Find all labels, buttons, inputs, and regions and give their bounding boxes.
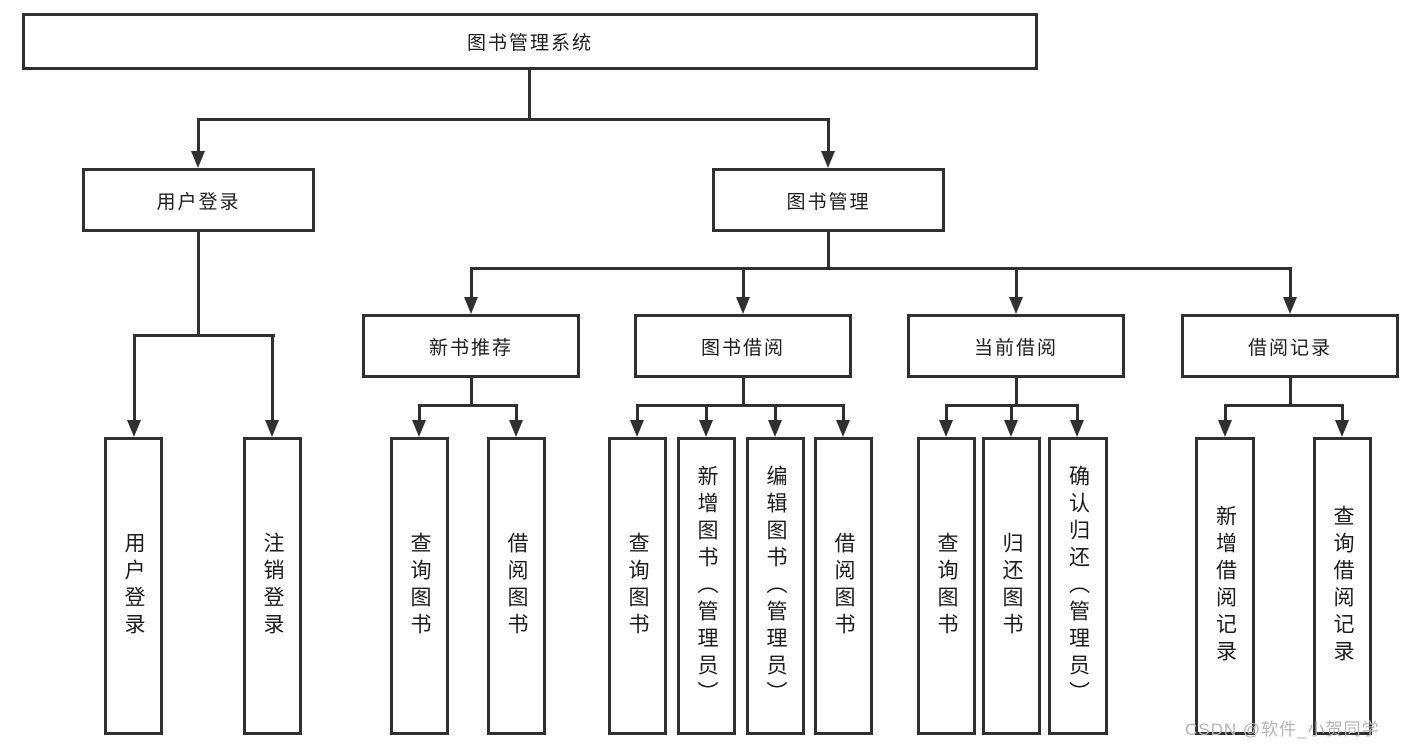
connector-arrowhead bbox=[630, 420, 644, 437]
connector-arrowhead bbox=[768, 420, 782, 437]
leaf-borrow-books-recommend: 借阅图书 bbox=[487, 437, 546, 735]
connector-arrowhead bbox=[1218, 420, 1232, 437]
leaf-query-books-borrow: 查询图书 bbox=[608, 437, 667, 735]
leaf-return-book: 归还图书 bbox=[982, 437, 1041, 735]
connector-line bbox=[636, 404, 845, 407]
connector-arrowhead bbox=[836, 420, 850, 437]
connector-line bbox=[827, 118, 830, 152]
connector-arrowhead bbox=[1009, 297, 1023, 314]
connector-line bbox=[636, 404, 639, 421]
leaf-confirm-return-admin: 确认归还（管理员） bbox=[1048, 437, 1108, 735]
leaf-borrow-books: 借阅图书 bbox=[814, 437, 873, 735]
connector-arrowhead bbox=[1004, 420, 1018, 437]
connector-arrowhead bbox=[464, 297, 478, 314]
node-book-borrow: 图书借阅 bbox=[634, 314, 852, 378]
connector-line bbox=[842, 404, 845, 421]
connector-line bbox=[742, 267, 745, 298]
leaf-logout: 注销登录 bbox=[243, 437, 302, 735]
node-user-login: 用户登录 bbox=[82, 168, 315, 232]
connector-line bbox=[470, 378, 473, 406]
connector-line bbox=[197, 118, 830, 121]
connector-line bbox=[1224, 404, 1344, 407]
connector-line bbox=[1076, 404, 1079, 421]
node-borrow-records: 借阅记录 bbox=[1181, 314, 1399, 378]
connector-arrowhead bbox=[509, 420, 523, 437]
connector-line bbox=[827, 232, 830, 269]
connector-line bbox=[742, 378, 745, 406]
watermark: CSDN @软件_小贺同学 bbox=[1185, 720, 1380, 739]
connector-arrowhead bbox=[736, 297, 750, 314]
connector-line bbox=[470, 267, 473, 298]
connector-line bbox=[945, 404, 948, 421]
leaf-user-login: 用户登录 bbox=[104, 437, 163, 735]
node-book-management: 图书管理 bbox=[712, 168, 945, 232]
connector-arrowhead bbox=[699, 420, 713, 437]
connector-line bbox=[1015, 267, 1018, 298]
connector-arrowhead bbox=[821, 151, 835, 168]
connector-line bbox=[1289, 267, 1292, 298]
leaf-query-borrow-record: 查询借阅记录 bbox=[1313, 437, 1372, 735]
node-root: 图书管理系统 bbox=[22, 13, 1038, 70]
connector-arrowhead bbox=[265, 420, 279, 437]
connector-line bbox=[1289, 378, 1292, 406]
connector-arrowhead bbox=[191, 151, 205, 168]
connector-line bbox=[1341, 404, 1344, 421]
node-current-borrow: 当前借阅 bbox=[907, 314, 1125, 378]
connector-line bbox=[133, 334, 136, 421]
connector-arrowhead bbox=[1070, 420, 1084, 437]
connector-arrowhead bbox=[1335, 420, 1349, 437]
leaf-add-book-admin: 新增图书（管理员） bbox=[677, 437, 736, 735]
leaf-add-borrow-record: 新增借阅记录 bbox=[1195, 437, 1255, 735]
connector-line bbox=[1015, 378, 1018, 406]
node-new-book-recommend: 新书推荐 bbox=[362, 314, 580, 378]
connector-line bbox=[1010, 404, 1013, 421]
connector-line bbox=[197, 232, 200, 336]
connector-line bbox=[133, 334, 275, 337]
connector-arrowhead bbox=[412, 420, 426, 437]
connector-line bbox=[271, 334, 274, 421]
connector-line bbox=[197, 118, 200, 152]
leaf-edit-book-admin: 编辑图书（管理员） bbox=[746, 437, 805, 735]
connector-line bbox=[470, 267, 1292, 270]
connector-line bbox=[1224, 404, 1227, 421]
connector-line bbox=[528, 70, 531, 118]
connector-line bbox=[418, 404, 421, 421]
connector-arrowhead bbox=[127, 420, 141, 437]
leaf-query-books-current: 查询图书 bbox=[917, 437, 976, 735]
connector-line bbox=[705, 404, 708, 421]
connector-arrowhead bbox=[1283, 297, 1297, 314]
connector-line bbox=[418, 404, 518, 407]
leaf-query-books-recommend: 查询图书 bbox=[390, 437, 449, 735]
connector-line bbox=[774, 404, 777, 421]
connector-arrowhead bbox=[939, 420, 953, 437]
connector-line bbox=[515, 404, 518, 421]
